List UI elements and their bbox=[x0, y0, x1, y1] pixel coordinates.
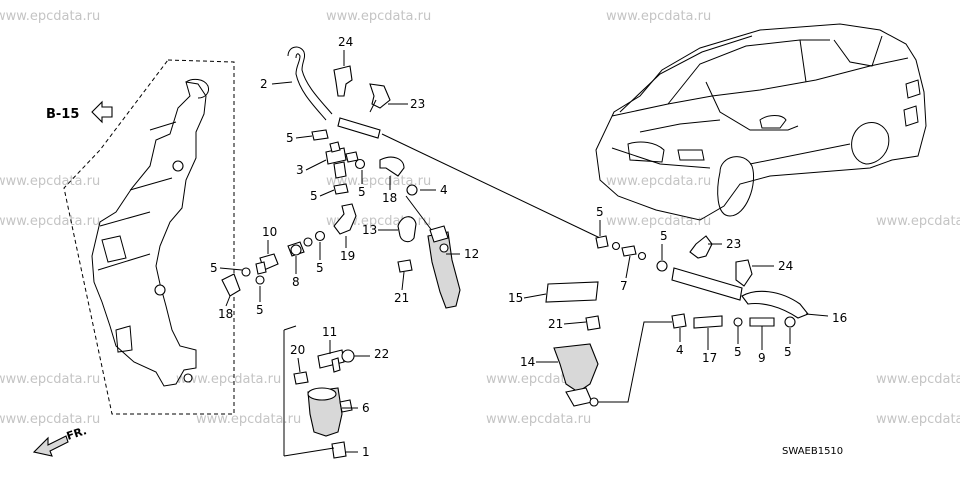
hose-clip bbox=[333, 183, 349, 195]
svg-text:13: 13 bbox=[362, 223, 377, 237]
svg-text:4: 4 bbox=[440, 183, 448, 197]
svg-text:www.epcdata.ru: www.epcdata.ru bbox=[0, 372, 100, 387]
bolt-21 bbox=[397, 259, 413, 273]
tube-18-left bbox=[221, 273, 241, 297]
svg-text:www.epcdata.ru: www.epcdata.ru bbox=[486, 412, 591, 427]
svg-text:B-15: B-15 bbox=[46, 107, 79, 122]
connector-11 bbox=[317, 349, 345, 373]
reference-label[interactable]: B-15 bbox=[46, 100, 113, 124]
check-valve-10 bbox=[255, 253, 279, 275]
svg-text:5: 5 bbox=[734, 345, 742, 359]
svg-text:7: 7 bbox=[620, 279, 628, 293]
svg-text:10: 10 bbox=[262, 225, 277, 239]
svg-text:www.epcdata.ru: www.epcdata.ru bbox=[326, 174, 431, 189]
bolt-20 bbox=[293, 371, 309, 385]
clip-4 bbox=[406, 184, 418, 196]
svg-text:5: 5 bbox=[316, 261, 324, 275]
svg-text:22: 22 bbox=[374, 347, 389, 361]
svg-text:www.epcdata.ru: www.epcdata.ru bbox=[606, 174, 711, 189]
svg-text:23: 23 bbox=[726, 237, 741, 251]
grommet-1 bbox=[331, 441, 347, 459]
svg-text:21: 21 bbox=[394, 291, 409, 305]
svg-text:5: 5 bbox=[210, 261, 218, 275]
svg-text:www.epcdata.ru: www.epcdata.ru bbox=[876, 372, 960, 387]
svg-text:www.epcdata.ru: www.epcdata.ru bbox=[606, 214, 711, 229]
svg-text:18: 18 bbox=[218, 307, 233, 321]
svg-text:21: 21 bbox=[548, 317, 563, 331]
svg-text:17: 17 bbox=[702, 351, 717, 365]
watermark-layer: www.epcdata.ru www.epcdata.ru www.epcdat… bbox=[0, 9, 960, 427]
svg-text:12: 12 bbox=[464, 247, 479, 261]
svg-text:www.epcdata.ru: www.epcdata.ru bbox=[0, 174, 100, 189]
leader-line bbox=[381, 133, 601, 239]
svg-text:9: 9 bbox=[758, 351, 766, 365]
hose-clip bbox=[241, 267, 251, 277]
svg-text:23: 23 bbox=[410, 97, 425, 111]
svg-text:3: 3 bbox=[296, 163, 304, 177]
hose-clip bbox=[354, 158, 366, 170]
svg-text:5: 5 bbox=[256, 303, 264, 317]
diagram-code: SWAEB1510 bbox=[782, 446, 843, 457]
svg-text:5: 5 bbox=[358, 185, 366, 199]
svg-text:14: 14 bbox=[520, 355, 535, 369]
hose-19 bbox=[333, 203, 357, 235]
svg-text:15: 15 bbox=[508, 291, 523, 305]
front-direction-indicator: FR. bbox=[32, 424, 88, 457]
svg-text:www.epcdata.ru: www.epcdata.ru bbox=[196, 412, 301, 427]
svg-text:24: 24 bbox=[778, 259, 793, 273]
svg-text:19: 19 bbox=[340, 249, 355, 263]
svg-text:www.epcdata.ru: www.epcdata.ru bbox=[876, 214, 960, 229]
nozzle-14 bbox=[553, 343, 599, 407]
svg-text:24: 24 bbox=[338, 35, 353, 49]
svg-text:11: 11 bbox=[322, 325, 337, 339]
svg-text:www.epcdata.ru: www.epcdata.ru bbox=[0, 412, 100, 427]
hose-clip bbox=[303, 237, 313, 247]
svg-text:www.epcdata.ru: www.epcdata.ru bbox=[0, 9, 100, 24]
svg-text:5: 5 bbox=[660, 229, 668, 243]
callout-labels: 2 24 23 5 3 5 5 18 4 13 19 10 5 18 5 8 5… bbox=[210, 35, 847, 459]
svg-text:www.epcdata.ru: www.epcdata.ru bbox=[176, 372, 281, 387]
washer-pump-6 bbox=[307, 387, 353, 437]
svg-text:5: 5 bbox=[784, 345, 792, 359]
washer-tank bbox=[63, 59, 235, 415]
svg-text:FR.: FR. bbox=[65, 424, 88, 443]
right-hose-assembly bbox=[545, 235, 809, 407]
gasket-13 bbox=[397, 216, 417, 243]
vehicle-illustration bbox=[595, 23, 927, 221]
svg-text:2: 2 bbox=[260, 77, 268, 91]
hose-2 bbox=[287, 46, 333, 121]
svg-text:20: 20 bbox=[290, 343, 305, 357]
clip-23-top bbox=[369, 83, 391, 113]
svg-text:16: 16 bbox=[832, 311, 847, 325]
svg-text:www.epcdata.ru: www.epcdata.ru bbox=[0, 214, 100, 229]
svg-text:www.epcdata.ru: www.epcdata.ru bbox=[326, 9, 431, 24]
svg-text:4: 4 bbox=[676, 343, 684, 357]
svg-text:5: 5 bbox=[596, 205, 604, 219]
joint-3 bbox=[325, 141, 359, 179]
svg-text:6: 6 bbox=[362, 401, 370, 415]
grommet-22 bbox=[341, 349, 355, 363]
svg-text:5: 5 bbox=[286, 131, 294, 145]
svg-text:www.epcdata.ru: www.epcdata.ru bbox=[876, 412, 960, 427]
svg-text:www.epcdata.ru: www.epcdata.ru bbox=[606, 9, 711, 24]
svg-text:5: 5 bbox=[310, 189, 318, 203]
svg-text:8: 8 bbox=[292, 275, 300, 289]
hose-clip bbox=[255, 275, 265, 285]
joint-8 bbox=[287, 241, 305, 257]
clip-24-top bbox=[333, 65, 353, 97]
hose-clip bbox=[314, 230, 326, 242]
hose-segment bbox=[337, 117, 381, 139]
svg-text:1: 1 bbox=[362, 445, 370, 459]
tube-18 bbox=[379, 156, 405, 177]
svg-text:18: 18 bbox=[382, 191, 397, 205]
nozzle-12 bbox=[405, 195, 461, 309]
hose-clip bbox=[311, 129, 329, 141]
